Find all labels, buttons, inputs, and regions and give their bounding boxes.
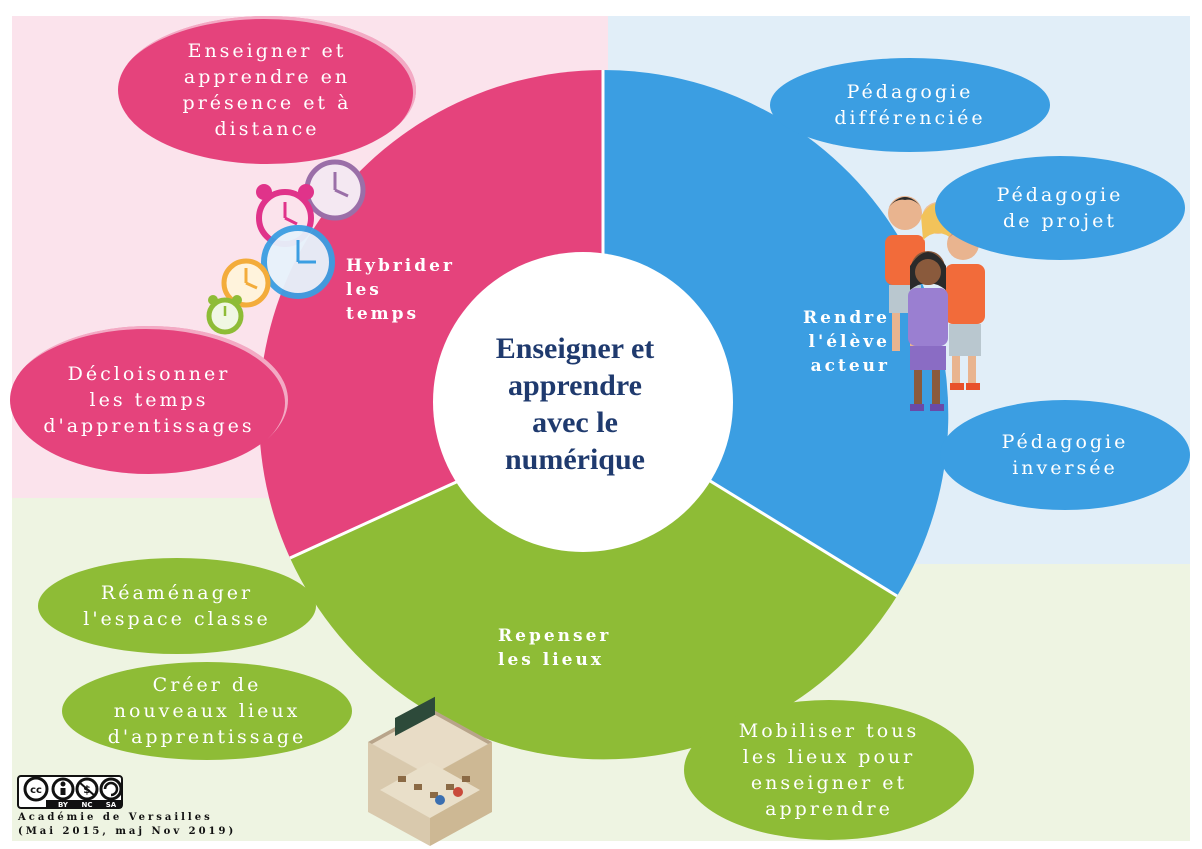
- credit-date: (Mai 2015, maj Nov 2019): [18, 826, 237, 837]
- credit-academie: Académie de Versailles: [18, 812, 213, 823]
- cc-license-badge: cc $: [17, 775, 123, 809]
- bubble-enseigner-presence-distance: Enseigner et apprendre en présence et à …: [118, 16, 416, 164]
- classroom-illustration: [368, 696, 492, 846]
- clocks-illustration: [206, 159, 366, 335]
- label-hybrider-les-temps: Hybrider les temps: [346, 256, 455, 324]
- svg-text:cc: cc: [30, 785, 42, 796]
- cc-license-terms: BY NC SA: [58, 801, 117, 809]
- bubble-mobiliser: Mobiliser tous les lieux pour enseigner …: [684, 700, 974, 840]
- center-circle: [433, 252, 733, 552]
- bubble-pedagogie-differenciee: Pédagogie différenciée: [770, 58, 1050, 152]
- bubble-pedagogie-projet: Pédagogie de projet: [935, 156, 1185, 260]
- label-repenser-les-lieux: Repenser les lieux: [498, 626, 612, 670]
- bubble-creer-lieux: Créer de nouveaux lieux d'apprentissage: [62, 662, 352, 760]
- license-term-by: BY: [58, 801, 69, 809]
- license-term-nc: NC: [82, 801, 93, 809]
- bubble-decloisonner: Décloisonner les temps d'apprentissages: [10, 326, 288, 474]
- bubble-reamenager: Réaménager l'espace classe: [38, 558, 316, 654]
- label-rendre-eleve-acteur: Rendre l'élève acteur: [803, 308, 890, 376]
- bubble-pedagogie-inversee: Pédagogie inversée: [940, 400, 1190, 510]
- sector-repenser: [290, 415, 897, 760]
- license-term-sa: SA: [106, 801, 117, 809]
- center-title: Enseigner et apprendre avec le numérique: [495, 332, 655, 476]
